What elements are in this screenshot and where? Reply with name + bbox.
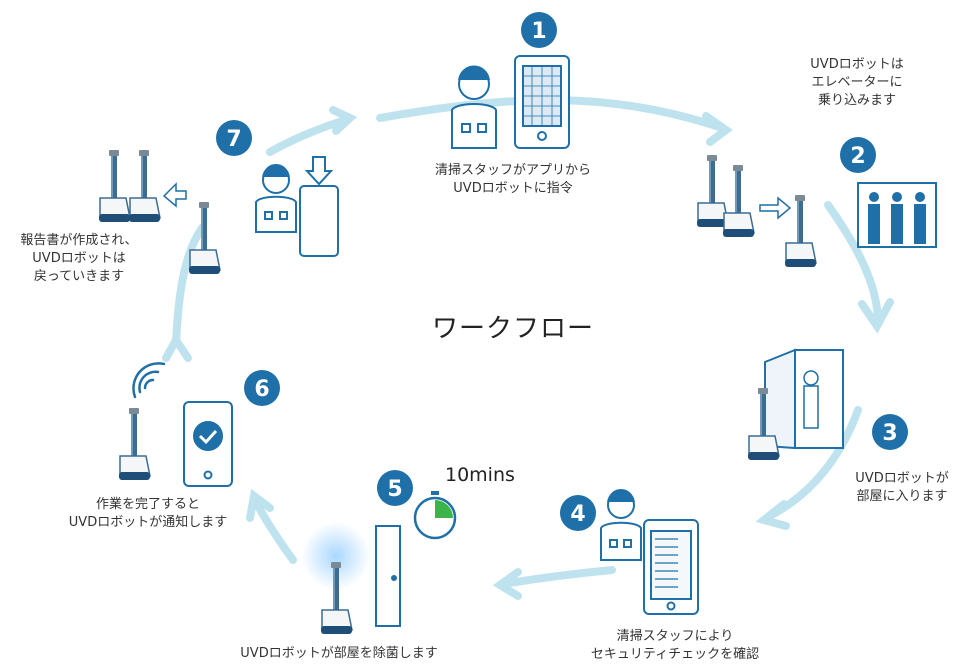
cycle-arrows bbox=[162, 96, 894, 600]
timer-label: 10mins bbox=[445, 464, 515, 486]
staff-person-icon bbox=[600, 489, 642, 561]
tablet-grid-icon bbox=[523, 66, 561, 126]
room-door-icon bbox=[764, 348, 844, 450]
robot-icon bbox=[98, 149, 131, 223]
wifi-signal-icon bbox=[132, 362, 166, 399]
robot-icon bbox=[784, 194, 817, 268]
uv-glow-icon bbox=[302, 522, 370, 590]
arrow-right-icon bbox=[759, 196, 792, 220]
staff-person-icon bbox=[255, 164, 297, 233]
step-7-caption: 報告書が作成され、 UVDロボットは 戻っていきます bbox=[20, 233, 138, 284]
badge-5 bbox=[377, 470, 413, 506]
badge-7 bbox=[216, 120, 252, 156]
room-door-icon bbox=[375, 525, 401, 627]
step-3-caption: UVDロボットが 部屋に入ります bbox=[855, 471, 949, 504]
robot-icon bbox=[118, 407, 151, 481]
robot-icon bbox=[128, 149, 161, 223]
badge-number-2: 2 bbox=[850, 144, 865, 169]
badge-number-6: 6 bbox=[254, 377, 269, 402]
badge-number-5: 5 bbox=[387, 477, 402, 502]
step-6-caption: 作業を完了すると UVDロボットが通知します bbox=[68, 497, 228, 530]
robot-icon bbox=[722, 164, 755, 238]
checklist-tablet-icon bbox=[643, 519, 699, 615]
badge-number-7: 7 bbox=[226, 127, 241, 152]
badge-4 bbox=[560, 495, 596, 531]
step-4-caption: 清掃スタッフにより セキュリティチェックを確認 bbox=[590, 629, 760, 662]
staff-in-room-icon bbox=[803, 370, 819, 429]
badge-1 bbox=[521, 12, 557, 48]
badge-6 bbox=[244, 370, 280, 406]
step-badges bbox=[216, 12, 908, 531]
elevator-icon bbox=[857, 182, 937, 248]
diagram-title: ワークフロー bbox=[432, 314, 595, 344]
stopwatch-icon bbox=[413, 491, 457, 540]
badge-number-1: 1 bbox=[531, 19, 546, 44]
step-1-caption: 清掃スタッフがアプリから UVDロボットに指令 bbox=[434, 163, 591, 196]
step-2-caption: UVDロボットは エレベーターに 乗り込みます bbox=[810, 57, 904, 108]
badge-3 bbox=[872, 414, 908, 450]
badge-2 bbox=[840, 137, 876, 173]
step-5-caption: UVDロボットが部屋を除菌します bbox=[240, 646, 438, 661]
staff-person-icon bbox=[451, 65, 497, 149]
badge-number-4: 4 bbox=[570, 502, 585, 527]
checklist-lines-icon bbox=[655, 538, 678, 588]
arrow-left-icon bbox=[162, 182, 187, 208]
download-tablet-icon bbox=[299, 156, 339, 257]
phone-check-icon bbox=[183, 401, 233, 487]
badge-number-3: 3 bbox=[882, 421, 897, 446]
